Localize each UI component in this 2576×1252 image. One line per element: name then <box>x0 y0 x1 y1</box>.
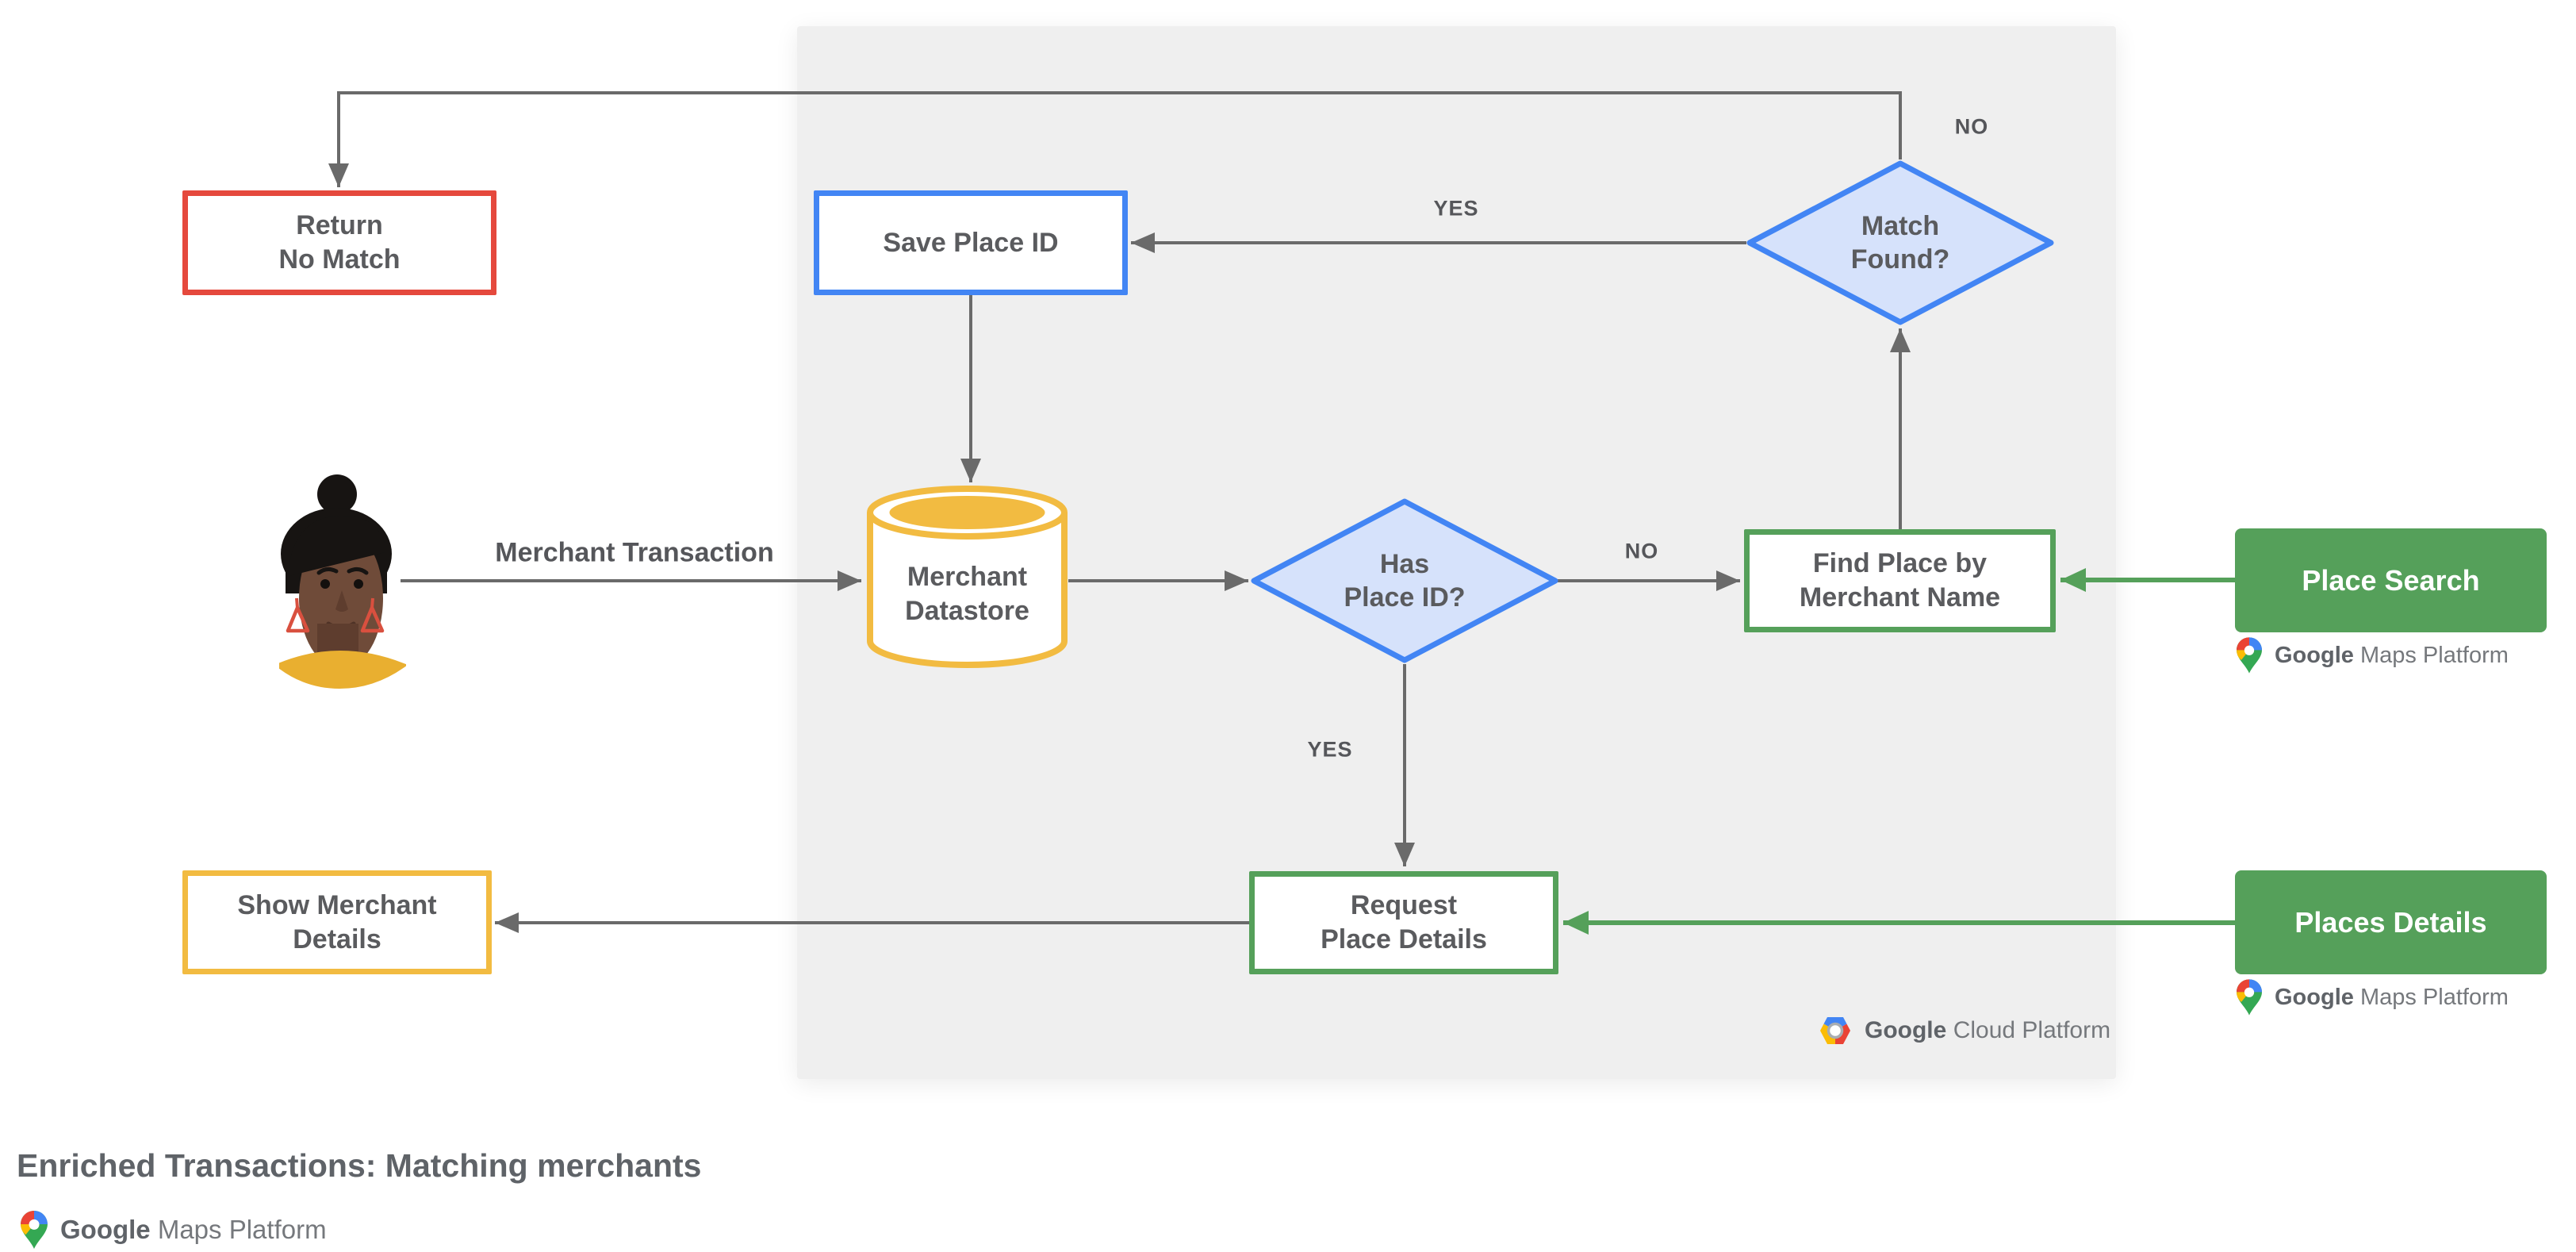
node-save-place-id: Save Place ID <box>814 190 1128 295</box>
edge-label-merchant-transaction: Merchant Transaction <box>495 537 774 568</box>
node-match-found: Match Found? <box>1746 159 2055 326</box>
node-label: Match Found? <box>1746 209 2055 276</box>
node-label-line: Place Details <box>1321 924 1487 954</box>
node-show-merchant-details: Show Merchant Details <box>182 870 492 974</box>
logo-product-word: Maps Platform <box>157 1215 327 1244</box>
node-label: Has Place ID? <box>1250 547 1559 614</box>
logo-google-word: Google <box>60 1215 151 1244</box>
api-places-details: Places Details <box>2235 870 2547 974</box>
logo-product-word: Maps Platform <box>2359 642 2509 668</box>
logo-product-word: Cloud Platform <box>1953 1017 2111 1043</box>
logo-product-word: Maps Platform <box>2359 984 2509 1010</box>
maps-pin-icon <box>2237 979 2262 1016</box>
edge-label-yes-to-save: YES <box>1433 196 1479 221</box>
diagram-title: Enriched Transactions: Matching merchant… <box>17 1147 702 1184</box>
maps-pin-icon <box>21 1211 48 1249</box>
node-label-line: Found? <box>1850 244 1950 275</box>
node-label-line: Details <box>293 924 381 954</box>
node-label-line: Merchant <box>907 562 1028 592</box>
logo-text: Google Cloud Platform <box>1865 1017 2110 1044</box>
maps-platform-logo-place-search: Google Maps Platform <box>2237 637 2509 674</box>
node-request-place-details: Request Place Details <box>1249 871 1558 974</box>
node-label-line: Match <box>1861 210 1940 241</box>
api-place-search: Place Search <box>2235 528 2547 632</box>
logo-text: Google Maps Platform <box>2275 643 2509 669</box>
node-label-line: Show Merchant <box>237 889 437 920</box>
node-label-line: Request <box>1350 890 1458 921</box>
edge-label-yes-to-request: YES <box>1307 737 1353 762</box>
node-label-line: Save Place ID <box>883 227 1059 258</box>
google-cloud-platform-logo: Google Cloud Platform <box>1819 1016 2110 1046</box>
logo-google-word: Google <box>2275 984 2354 1010</box>
node-return-no-match: Return No Match <box>182 190 496 295</box>
logo-text: Google Maps Platform <box>2275 985 2509 1011</box>
node-has-place-id: Has Place ID? <box>1250 497 1559 664</box>
edge-label-no-to-return: NO <box>1954 114 1989 139</box>
api-label: Places Details <box>2294 905 2487 939</box>
logo-google-word: Google <box>2275 642 2354 668</box>
node-label-line: Return <box>296 210 383 241</box>
logo-google-word: Google <box>1865 1017 1947 1043</box>
api-label: Place Search <box>2302 563 2480 597</box>
diamond-shape <box>1746 160 2054 325</box>
node-label: Merchant Datastore <box>866 560 1068 628</box>
node-label-line: Has <box>1379 548 1430 579</box>
diamond-shape <box>1251 498 1558 663</box>
maps-platform-logo-footer: Google Maps Platform <box>21 1211 327 1249</box>
node-label-line: Place ID? <box>1344 582 1466 613</box>
cylinder-shape <box>867 486 1068 668</box>
cloud-hexagon-icon <box>1820 1017 1850 1044</box>
maps-platform-logo-places-details: Google Maps Platform <box>2237 979 2509 1016</box>
node-label-line: Datastore <box>905 595 1029 626</box>
node-label-line: Merchant Name <box>1799 582 2001 613</box>
node-find-place-by-merchant-name: Find Place by Merchant Name <box>1744 529 2056 632</box>
maps-pin-icon <box>2237 637 2262 674</box>
node-merchant-datastore: Merchant Datastore <box>866 484 1068 671</box>
edge-label-no-to-find: NO <box>1624 539 1659 563</box>
logo-text: Google Maps Platform <box>60 1215 327 1245</box>
node-label-line: Find Place by <box>1812 548 1988 579</box>
node-label-line: No Match <box>278 244 401 275</box>
user-avatar <box>279 474 406 689</box>
